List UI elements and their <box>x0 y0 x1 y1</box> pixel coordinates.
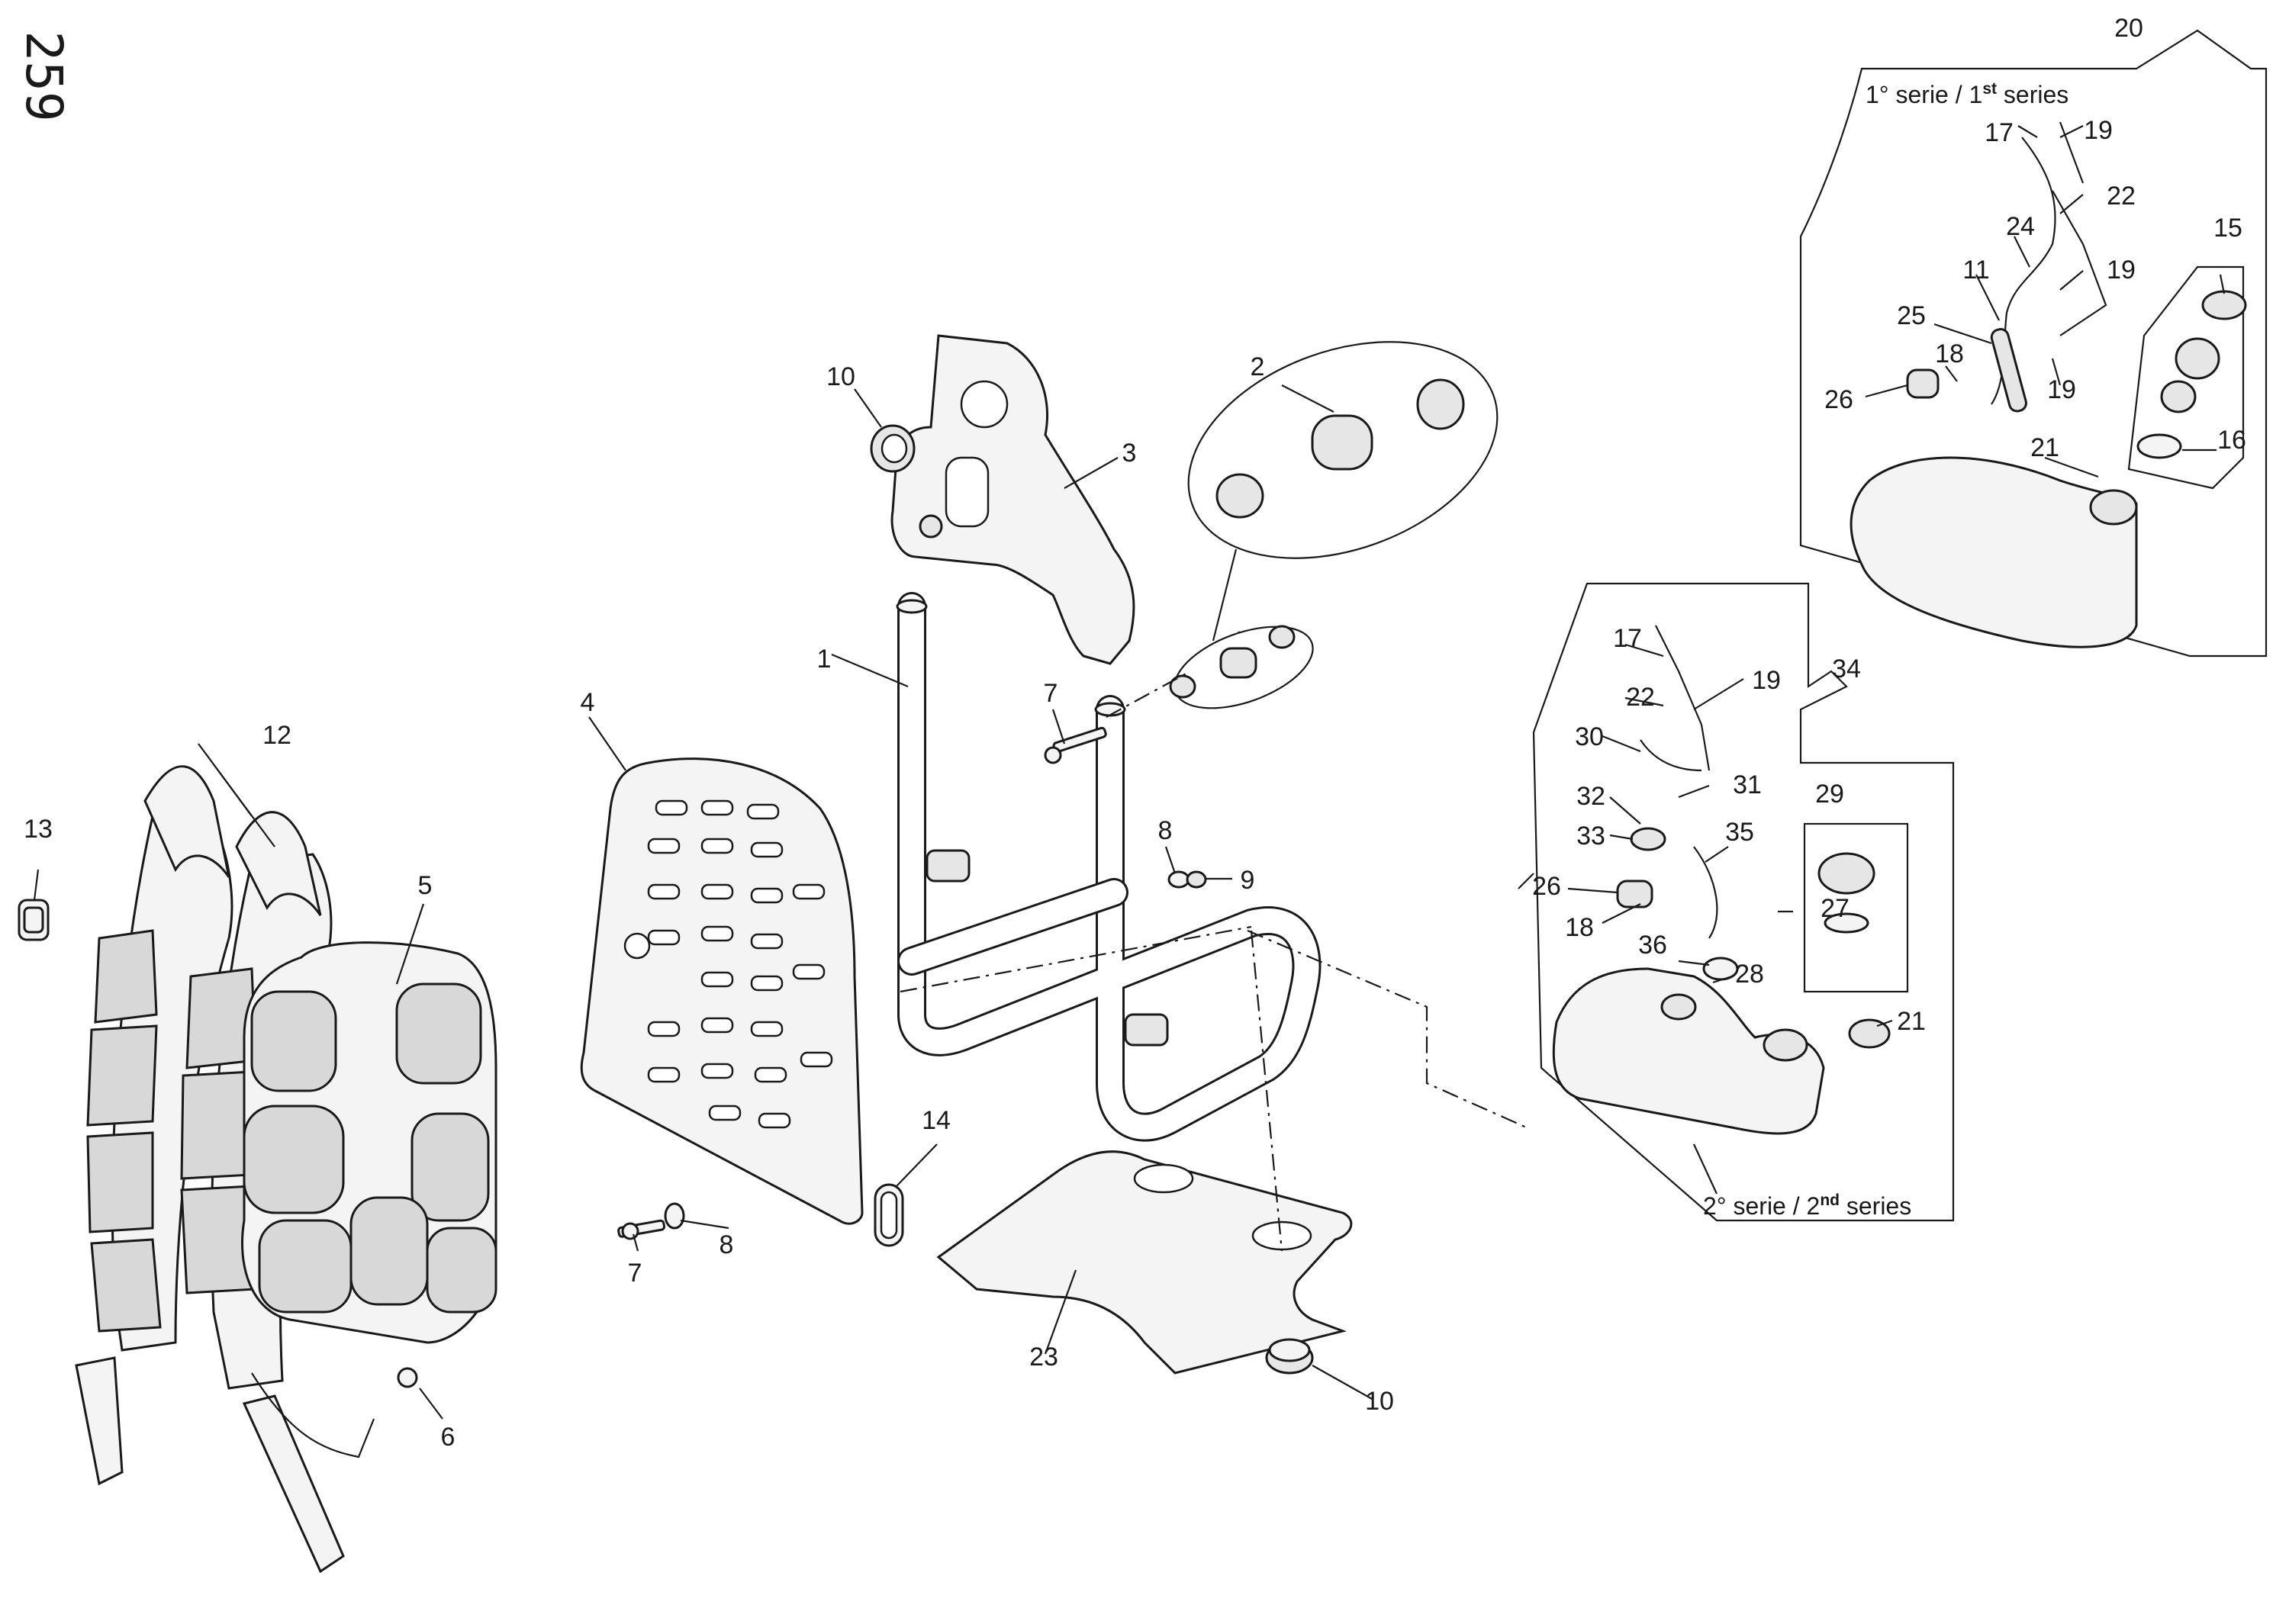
first-series-caption: 1° serie / 1st series <box>1866 80 2068 108</box>
label-27: 27 <box>1821 894 1850 923</box>
label-5: 5 <box>418 871 433 900</box>
label-6: 6 <box>441 1423 456 1452</box>
label-10-top: 10 <box>826 362 855 391</box>
label-11: 11 <box>1962 256 1989 285</box>
label-17-upper: 17 <box>1985 118 2014 147</box>
fuel-cap-group-box <box>1803 822 1909 993</box>
label-13: 13 <box>24 815 53 844</box>
label-22-lower: 22 <box>1626 683 1655 712</box>
spring-detail-callout <box>1169 341 1499 709</box>
label-35: 35 <box>1725 818 1754 847</box>
assembly-lines <box>900 671 1531 1252</box>
back-cushion <box>241 941 497 1344</box>
label-12: 12 <box>262 721 291 750</box>
label-8-upper: 8 <box>1158 816 1173 845</box>
label-16: 16 <box>2217 426 2246 455</box>
upper-bracket <box>890 334 1135 665</box>
washer-nut-upper <box>1167 870 1207 889</box>
strap-clip <box>18 899 50 941</box>
part-21-lower <box>1848 1018 1891 1049</box>
frame-springs <box>926 849 1169 1047</box>
callout-labels: 1 2 3 4 5 6 7 7 8 8 9 10 10 12 13 14 23 … <box>24 14 2246 1452</box>
carabiner <box>874 1183 904 1247</box>
label-7-upper: 7 <box>1044 679 1058 708</box>
label-19-upper-c: 19 <box>2047 375 2076 404</box>
label-2: 2 <box>1251 352 1265 381</box>
second-series-box <box>1532 582 1955 1222</box>
bolt-7-upper <box>1044 726 1107 764</box>
bushing-bottom <box>1265 1338 1314 1375</box>
label-23: 23 <box>1029 1343 1058 1372</box>
label-24: 24 <box>2006 212 2035 241</box>
label-29: 29 <box>1815 780 1844 809</box>
label-10-bottom: 10 <box>1365 1387 1394 1416</box>
label-20: 20 <box>2114 14 2143 43</box>
label-32: 32 <box>1576 782 1605 811</box>
label-33: 33 <box>1576 822 1605 851</box>
label-28: 28 <box>1735 960 1764 989</box>
label-31: 31 <box>1733 770 1762 799</box>
label-15: 15 <box>2213 214 2242 243</box>
label-36: 36 <box>1638 931 1667 960</box>
label-17-lower: 17 <box>1613 624 1642 653</box>
bolt-7-lower <box>617 1202 685 1240</box>
label-19-lower: 19 <box>1752 666 1781 695</box>
label-18-lower: 18 <box>1565 913 1594 942</box>
back-plate <box>580 757 864 1225</box>
frame-tube <box>896 592 1322 1142</box>
bushing-top <box>870 424 916 473</box>
label-21-upper: 21 <box>2030 433 2059 462</box>
base-plate <box>936 1150 1353 1375</box>
label-26-upper: 26 <box>1824 385 1853 414</box>
label-21-lower: 21 <box>1897 1007 1926 1036</box>
label-9: 9 <box>1241 866 1255 895</box>
second-series-caption: 2° serie / 2nd series <box>1703 1191 1911 1220</box>
screw-6 <box>397 1367 418 1388</box>
label-8-lower: 8 <box>720 1230 734 1259</box>
label-19-upper-b: 19 <box>2107 256 2136 285</box>
label-4: 4 <box>581 688 595 717</box>
first-series-box <box>1799 29 2268 658</box>
label-25: 25 <box>1897 301 1926 330</box>
label-14: 14 <box>922 1106 951 1135</box>
label-34: 34 <box>1832 654 1861 683</box>
label-7-lower: 7 <box>628 1259 642 1288</box>
label-3: 3 <box>1122 439 1137 468</box>
cap-group-callout <box>2127 265 2247 490</box>
label-18-upper: 18 <box>1935 339 1964 368</box>
leader-lines <box>33 125 2226 1420</box>
page-number: 259 <box>14 31 73 121</box>
label-30: 30 <box>1575 722 1604 751</box>
label-26-lower: 26 <box>1532 872 1561 901</box>
label-22-upper: 22 <box>2107 182 2136 211</box>
label-1: 1 <box>817 645 832 674</box>
shoulder-strap-front <box>75 765 233 1486</box>
label-19-upper-a: 19 <box>2084 116 2113 145</box>
